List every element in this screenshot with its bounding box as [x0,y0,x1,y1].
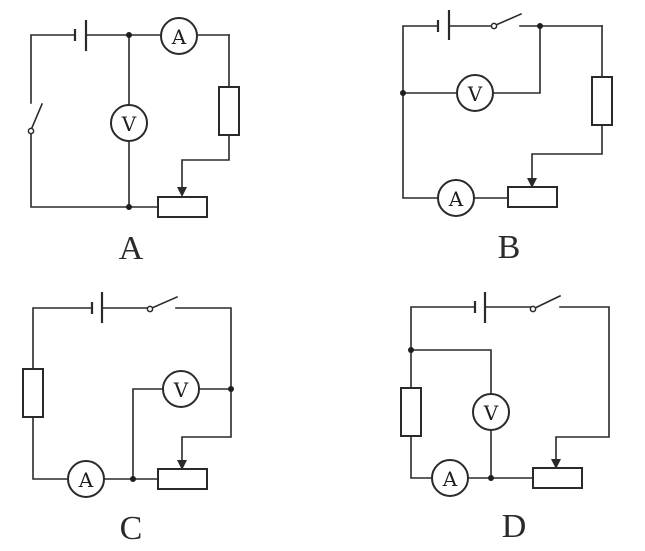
resistor-icon [400,387,422,437]
resistor-icon [591,76,613,126]
rheostat-icon [157,187,208,218]
voltmeter-icon: V [162,370,200,408]
junction-dot [537,23,543,29]
rheostat-icon [157,460,208,490]
junction-dot [408,347,414,353]
junction-dot [126,204,132,210]
voltmeter-icon: V [456,74,494,112]
voltmeter-icon: V [110,104,148,142]
circuit-label: A [119,230,144,267]
resistor-icon [22,368,44,418]
circuit-a: A V A [27,17,240,267]
battery-icon [73,20,88,51]
wire [410,435,433,479]
switch-icon [529,294,562,313]
junction-dot [130,476,136,482]
circuit-label: D [502,508,527,545]
voltmeter-symbol: V [467,82,483,106]
resistor-icon [218,86,240,136]
ammeter-icon: A [67,460,105,498]
wire [555,306,610,460]
circuit-label: B [498,229,521,266]
wire [132,388,164,480]
wire [410,306,476,389]
ammeter-symbol: A [448,187,464,211]
junction-dot [488,475,494,481]
voltmeter-symbol: V [483,401,499,425]
junction-dot [228,386,234,392]
switch-icon [146,295,179,313]
battery-icon [436,10,451,40]
battery-icon [90,292,104,323]
wire [402,25,439,199]
wire [32,416,69,480]
ammeter-icon: A [160,17,198,55]
circuit-c: A V C [22,292,234,547]
ammeter-symbol: A [78,468,94,492]
wire [181,134,230,189]
rheostat-icon [532,459,583,489]
circuit-b: V A B [400,10,613,266]
voltmeter-icon: V [472,393,510,431]
switch-icon [490,12,523,30]
switch-icon [27,102,44,135]
battery-icon [473,292,487,323]
ammeter-icon: A [437,179,475,217]
wire [175,307,232,461]
rheostat-icon [507,178,558,208]
wire [32,307,93,370]
wire [531,124,603,179]
ammeter-symbol: A [171,25,187,49]
wire [410,349,492,395]
circuit-d: V A D [400,292,610,545]
ammeter-icon: A [431,459,469,497]
circuit-label: C [120,510,143,547]
junction-dot [400,90,406,96]
junction-dot [126,32,132,38]
wire [30,132,159,208]
voltmeter-symbol: V [173,378,189,402]
ammeter-symbol: A [442,467,458,491]
wire [492,25,541,94]
voltmeter-symbol: V [121,112,137,136]
wire [30,34,76,104]
